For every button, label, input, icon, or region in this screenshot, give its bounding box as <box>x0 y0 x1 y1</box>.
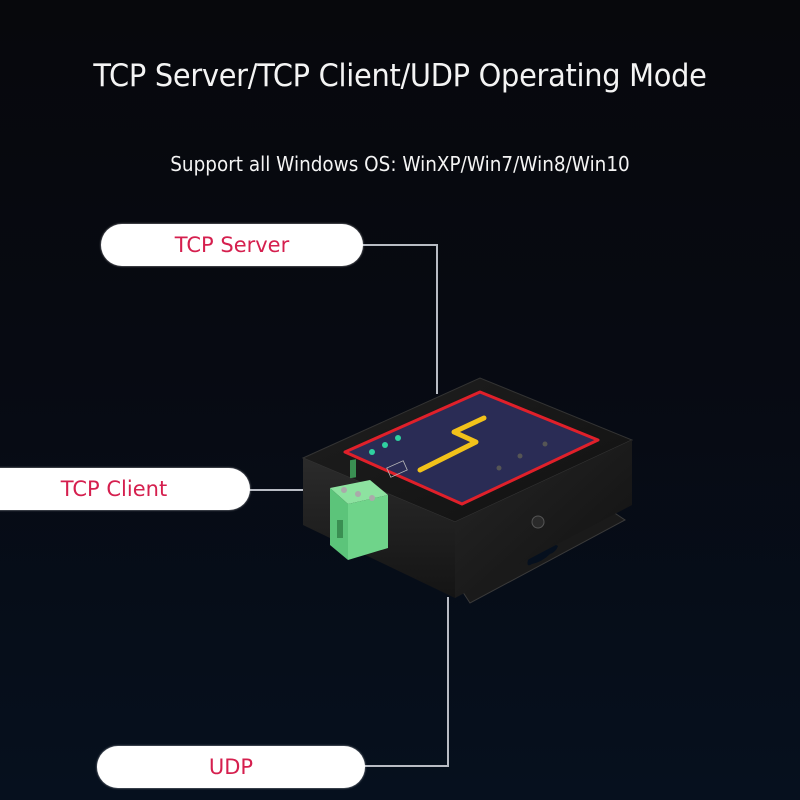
terminal-block <box>330 459 388 560</box>
mode-label-tcp-server: TCP Server <box>101 224 363 266</box>
trace-graphic <box>417 415 487 473</box>
mode-label-text: UDP <box>208 755 254 779</box>
mode-label-text: TCP Server <box>174 233 290 257</box>
screw-icon <box>531 515 545 529</box>
mode-label-text: TCP Client <box>60 477 168 501</box>
mode-label-tcp-client: TCP Client <box>0 468 250 510</box>
page-title: TCP Server/TCP Client/UDP Operating Mode <box>93 58 707 94</box>
connector-udp-horizontal <box>364 765 449 767</box>
label-panel <box>343 390 600 506</box>
connector-server-horizontal <box>362 244 437 246</box>
connector-udp-vertical <box>447 597 449 767</box>
os-support-subtitle: Support all Windows OS: WinXP/Win7/Win8/… <box>170 152 630 176</box>
mode-label-udp: UDP <box>97 746 365 788</box>
connector-server-vertical <box>436 244 438 394</box>
connector-client-horizontal <box>248 489 308 491</box>
